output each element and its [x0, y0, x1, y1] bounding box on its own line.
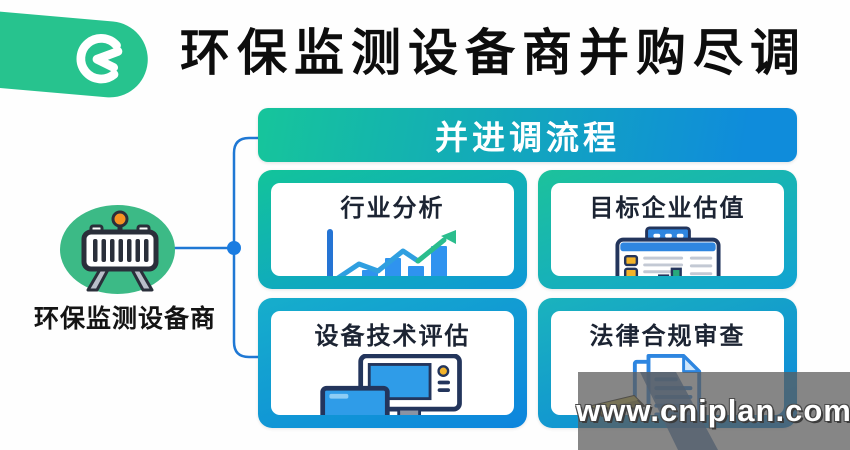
- card-industry-analysis-label: 行业分析: [340, 195, 445, 222]
- computer-monitors-icon: [319, 354, 462, 415]
- card-equipment-assessment-label: 设备技术评估: [314, 323, 471, 350]
- brand-g-icon: [76, 34, 123, 84]
- page-title: 环保监测设备商并购尽调: [180, 25, 807, 81]
- card-legal-review-label: 法律合规审查: [589, 323, 746, 350]
- monitoring-device-icon: [81, 210, 159, 292]
- bar-chart-trend-icon: [326, 229, 456, 276]
- card-target-valuation: 目标企业估值: [538, 170, 797, 289]
- connector-dot: [227, 241, 241, 255]
- brand-logo: [0, 7, 151, 101]
- source-node-label: 环保监测设备商: [33, 305, 216, 333]
- card-industry-analysis: 行业分析: [258, 170, 527, 289]
- watermark-text: www.cniplan.com: [576, 393, 850, 428]
- flow-header: 并进调流程: [258, 108, 797, 162]
- flow-header-label: 并进调流程: [435, 119, 620, 156]
- card-target-valuation-label: 目标企业估值: [589, 195, 746, 222]
- valuation-spreadsheet-icon: [614, 226, 721, 276]
- card-equipment-assessment: 设备技术评估: [258, 298, 527, 428]
- watermark-overlay: www.cniplan.com: [576, 372, 850, 450]
